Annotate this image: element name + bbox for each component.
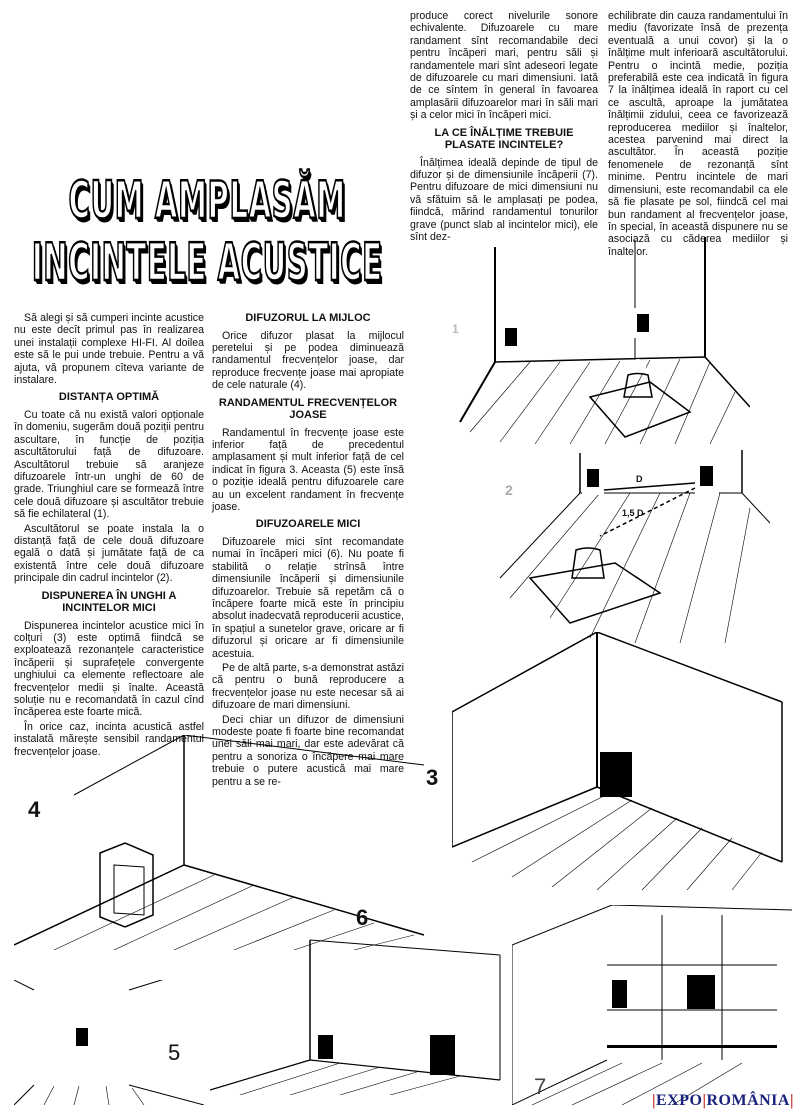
paragraph: În orice caz, incinta acustică astfel in…	[14, 720, 204, 758]
paragraph: produce corect nivelurile sonore echival…	[410, 10, 598, 122]
column-1: Să alegi și să cumperi incinte acustice …	[14, 312, 204, 760]
heading-mijloc: DIFUZORUL LA MIJLOC	[245, 312, 371, 324]
title-line-1: CUM AMPLASĂM	[68, 170, 346, 233]
heading-mici: DIFUZOARELE MICI	[255, 518, 361, 531]
publisher-logo: |EXPO|ROMÂNIA|	[651, 1092, 794, 1109]
logo-right: ROMÂNIA	[706, 1092, 790, 1109]
paragraph: Orice difuzor plasat la mijlocul peretel…	[212, 329, 404, 392]
paragraph: echilibrate din cauza randamentului în m…	[608, 10, 788, 258]
figure-7-label: 7	[534, 1074, 547, 1099]
column-2: DIFUZORUL LA MIJLOC Orice difuzor plasat…	[212, 312, 404, 790]
figure-3-illustration	[452, 632, 783, 891]
heading-inaltime: LA CE ÎNĂLȚIME TREBUIE PLASATE INCINTELE…	[434, 126, 574, 152]
figure-2-label: 2	[505, 482, 513, 498]
figure-2-illustration	[499, 450, 770, 644]
heading-distanta: DISTANȚA OPTIMĂ	[58, 391, 160, 404]
figure-2-distance-1-5d: 1,5 D	[622, 508, 644, 518]
paragraph: Difuzoarele mici sînt recomandate numai …	[212, 535, 404, 660]
heading-randament: RANDAMENTUL FRECVENȚELOR JOASE	[218, 396, 398, 422]
logo-left: EXPO	[655, 1092, 703, 1109]
paragraph: Dispunerea incintelor acustice mici în c…	[14, 619, 204, 719]
paragraph: Randamentul în frecvențe joase este infe…	[212, 426, 404, 513]
paragraph: Cu toate că nu există valori opționale î…	[14, 408, 204, 521]
paragraph: Pe de altă parte, s-a demonstrat astăzi …	[212, 661, 404, 712]
figure-1-illustration	[459, 237, 750, 445]
figure-5-illustration	[14, 980, 204, 1105]
figure-5-label: 5	[168, 1040, 181, 1065]
figure-6-label: 6	[356, 905, 369, 930]
paragraph: Deci chiar un difuzor de dimensiuni mode…	[212, 713, 404, 788]
paragraph: Înălțimea ideală depinde de tipul de dif…	[410, 156, 598, 244]
figure-7-illustration	[512, 905, 792, 1105]
figure-3-label: 3	[426, 765, 439, 790]
article-title: CUM AMPLASĂM INCINTELE ACUSTICE	[14, 170, 400, 295]
figure-4-illustration	[14, 735, 425, 950]
title-line-2: INCINTELE ACUSTICE	[31, 232, 383, 295]
intro-paragraph: Să alegi și să cumperi incinte acustice …	[14, 312, 204, 387]
figure-2-distance-d: D	[636, 474, 643, 484]
column-4: echilibrate din cauza randamentului în m…	[608, 10, 788, 260]
figure-4-label: 4	[28, 797, 41, 822]
figure-6-illustration	[210, 939, 501, 1095]
heading-unghi: DISPUNEREA ÎN UNGHI A INCINTELOR MICI	[41, 589, 177, 615]
figure-1-label: 1	[452, 322, 459, 336]
paragraph: Ascultătorul se poate instala la o dista…	[14, 522, 204, 585]
column-3: produce corect nivelurile sonore echival…	[410, 10, 598, 246]
